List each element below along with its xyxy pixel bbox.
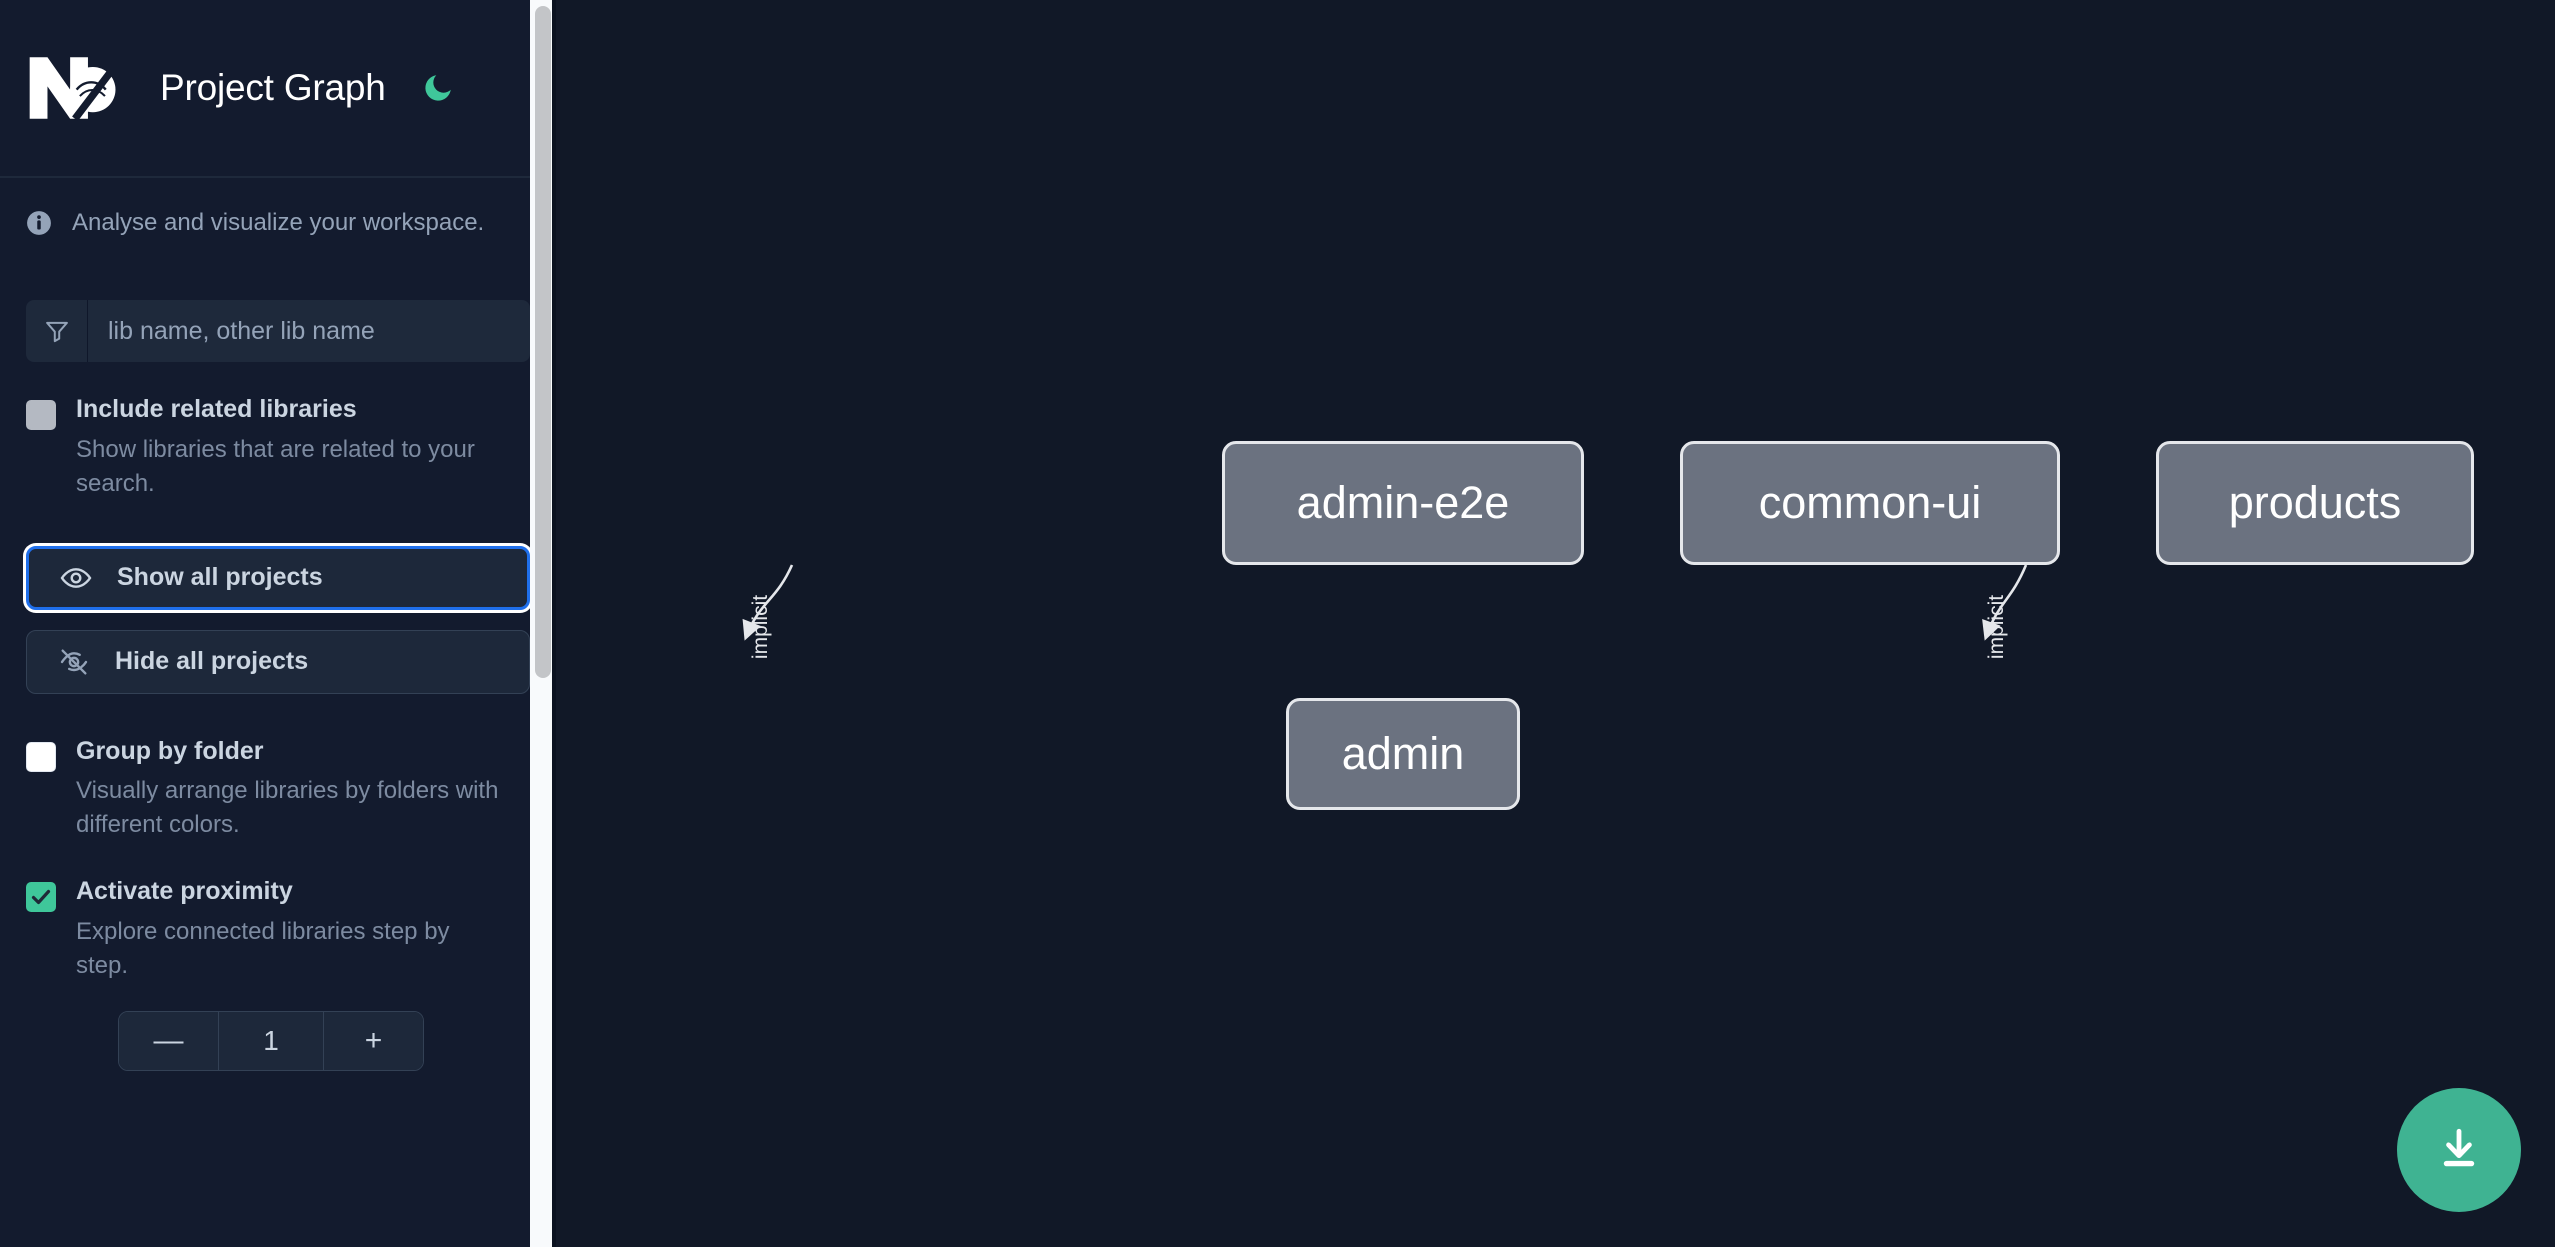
edge-label-admin: implicit bbox=[749, 594, 773, 660]
graph-edges bbox=[742, 564, 2028, 641]
stepper-value: 1 bbox=[219, 1011, 323, 1070]
group-by-folder-checkbox[interactable] bbox=[26, 741, 56, 772]
download-icon bbox=[2434, 1124, 2484, 1177]
show-all-projects-label: Show all projects bbox=[117, 563, 323, 592]
sidebar-scrollbar[interactable] bbox=[530, 0, 556, 1247]
hide-all-projects-wrap: Hide all projects bbox=[0, 629, 556, 694]
option-label: Activate proximity bbox=[76, 877, 293, 906]
edge-label-store: implicit bbox=[1985, 594, 2009, 660]
option-group-by-folder[interactable]: Group by folder Visually arrange librari… bbox=[0, 736, 556, 843]
check-icon bbox=[31, 890, 51, 905]
page-title: Project Graph bbox=[160, 67, 386, 108]
graph-node-admin[interactable]: admin bbox=[1286, 698, 1520, 810]
eye-icon bbox=[59, 561, 93, 595]
hide-all-projects-label: Hide all projects bbox=[115, 647, 309, 676]
graph-node-admin-e2e[interactable]: admin-e2e bbox=[1222, 441, 1584, 565]
option-label: Group by folder bbox=[76, 736, 264, 765]
sidebar-header: Project Graph bbox=[0, 0, 556, 178]
sidebar-divider bbox=[552, 0, 556, 1247]
graph-node-common-ui[interactable]: common-ui bbox=[1680, 441, 2060, 565]
proximity-stepper[interactable]: — 1 + bbox=[118, 1010, 424, 1071]
proximity-stepper-wrap: — 1 + bbox=[0, 1010, 556, 1071]
download-graph-button[interactable] bbox=[2397, 1088, 2521, 1212]
eye-off-icon bbox=[57, 645, 91, 679]
blurb-text: Analyse and visualize your workspace. bbox=[72, 209, 485, 236]
option-description: Explore connected libraries step by step… bbox=[76, 917, 450, 979]
include-related-checkbox[interactable] bbox=[26, 400, 56, 430]
filter-funnel-icon bbox=[26, 300, 88, 362]
moon-icon[interactable] bbox=[418, 68, 458, 108]
option-include-related-libraries[interactable]: Include related libraries Show libraries… bbox=[0, 395, 556, 501]
activate-proximity-checkbox[interactable] bbox=[26, 882, 56, 913]
option-description: Visually arrange libraries by folders wi… bbox=[76, 777, 499, 839]
show-all-projects-wrap: Show all projects bbox=[0, 545, 556, 610]
option-description: Show libraries that are related to your … bbox=[76, 435, 475, 497]
option-label: Include related libraries bbox=[76, 395, 357, 423]
increment-button[interactable]: + bbox=[323, 1011, 423, 1070]
decrement-button[interactable]: — bbox=[119, 1011, 219, 1070]
option-activate-proximity[interactable]: Activate proximity Explore connected lib… bbox=[0, 878, 556, 983]
sidebar-scrollbar-thumb[interactable] bbox=[535, 6, 551, 678]
sidebar: Project Graph Analyse and visualize your… bbox=[0, 0, 556, 1247]
search-box[interactable] bbox=[26, 300, 530, 362]
hide-all-projects-button[interactable]: Hide all projects bbox=[26, 629, 530, 694]
nx-logo-icon bbox=[26, 54, 124, 122]
search-section bbox=[0, 300, 556, 362]
info-icon bbox=[26, 210, 52, 236]
show-all-projects-button[interactable]: Show all projects bbox=[26, 545, 530, 610]
workspace-blurb: Analyse and visualize your workspace. bbox=[0, 178, 556, 268]
search-input[interactable] bbox=[88, 300, 530, 362]
graph-node-products[interactable]: products bbox=[2156, 441, 2474, 565]
project-graph-canvas[interactable]: implicit implicit admin-e2e common-ui pr… bbox=[556, 0, 2555, 1247]
